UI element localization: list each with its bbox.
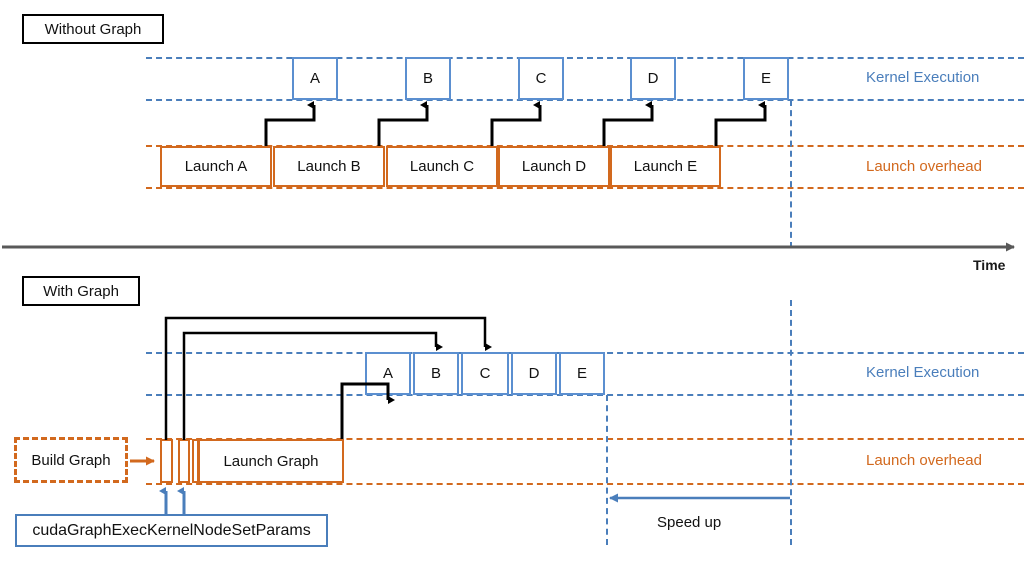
section-title-with-graph-label: With Graph — [43, 282, 119, 300]
kernel-box-b-bottom-label: B — [430, 365, 441, 382]
kernel-box-c-top-label: C — [535, 70, 547, 87]
kernel-box-d-top-label: D — [647, 70, 659, 87]
kernel-band-bottom-line-top — [146, 99, 1024, 101]
launch-box-c[interactable]: Launch C — [386, 146, 498, 187]
launch-box-d-label: Launch D — [521, 158, 587, 175]
kernel-box-a-bottom-label: A — [382, 365, 393, 382]
legend-kernel-execution-bottom: Kernel Execution — [866, 364, 980, 381]
api-to-update-bars-arrows — [159, 487, 186, 514]
graph-update-routing-arrows — [164, 316, 492, 440]
overhead-band-bottom-line-bottom — [146, 483, 1024, 485]
kernel-box-e-top-label: E — [760, 70, 771, 87]
connector-launch-a-to-kernel-a — [264, 101, 316, 146]
speedup-end-marker-line — [790, 300, 792, 545]
overhead-band-top-line-bottom — [146, 438, 1024, 440]
connector-launch-d-to-kernel-d — [602, 101, 654, 146]
kernel-box-e-bottom[interactable]: E — [559, 352, 605, 395]
legend-launch-overhead-bottom: Launch overhead — [866, 452, 982, 469]
overhead-band-bottom-line-top — [146, 187, 1024, 189]
launch-box-c-label: Launch C — [409, 158, 475, 175]
section-title-without-graph: Without Graph — [22, 14, 164, 44]
kernel-box-e-bottom-label: E — [576, 365, 587, 382]
connector-launch-c-to-kernel-c — [490, 101, 542, 146]
launch-graph-label: Launch Graph — [223, 452, 319, 470]
launch-box-e-label: Launch E — [633, 158, 698, 175]
kernel-box-a-top[interactable]: A — [292, 57, 338, 100]
time-axis — [2, 242, 1015, 252]
launch-box-b[interactable]: Launch B — [273, 146, 385, 187]
kernel-box-c-bottom-label: C — [479, 365, 491, 382]
kernel-band-bottom-line-bottom — [146, 394, 1024, 396]
kernel-box-b-bottom[interactable]: B — [413, 352, 459, 395]
launch-box-b-label: Launch B — [297, 158, 361, 175]
legend-launch-overhead-top: Launch overhead — [866, 158, 982, 175]
section-title-with-graph: With Graph — [22, 276, 140, 306]
build-graph-label: Build Graph — [31, 451, 111, 469]
kernel-box-c-bottom[interactable]: C — [461, 352, 509, 395]
speedup-start-marker-line — [606, 395, 608, 545]
legend-kernel-execution-top: Kernel Execution — [866, 69, 980, 86]
launch-box-a-label: Launch A — [184, 158, 248, 175]
build-graph-to-update-arrow — [130, 456, 155, 466]
kernel-box-c-top[interactable]: C — [518, 57, 564, 100]
launch-box-e[interactable]: Launch E — [610, 146, 721, 187]
kernel-band-top-line-top — [146, 57, 1024, 59]
kernel-box-e-top[interactable]: E — [743, 57, 789, 100]
kernel-box-b-top-label: B — [422, 70, 433, 87]
kernel-box-d-top[interactable]: D — [630, 57, 676, 100]
end-marker-line-top — [790, 100, 792, 248]
section-title-without-graph-label: Without Graph — [44, 20, 142, 38]
connector-launch-e-to-kernel-e — [714, 101, 767, 146]
speedup-label: Speed up — [657, 514, 722, 531]
connector-update-to-kernel-c — [164, 316, 492, 440]
build-graph-box[interactable]: Build Graph — [14, 437, 128, 483]
cuda-graph-exec-api-box[interactable]: cudaGraphExecKernelNodeSetParams — [15, 514, 328, 547]
time-axis-label: Time — [973, 257, 1006, 273]
kernel-box-d-bottom[interactable]: D — [511, 352, 557, 395]
kernel-box-a-top-label: A — [309, 70, 320, 87]
kernel-box-b-top[interactable]: B — [405, 57, 451, 100]
speedup-arrow — [609, 493, 790, 503]
launch-to-kernel-connectors-top — [264, 101, 767, 146]
connector-launch-graph-to-kernel-a — [340, 382, 395, 439]
kernel-box-d-bottom-label: D — [528, 365, 540, 382]
launch-box-a[interactable]: Launch A — [160, 146, 272, 187]
connector-launch-b-to-kernel-b — [377, 101, 429, 146]
cuda-graph-exec-api-label: cudaGraphExecKernelNodeSetParams — [32, 521, 311, 539]
launch-graph-box[interactable]: Launch Graph — [198, 439, 344, 483]
launch-box-d[interactable]: Launch D — [498, 146, 610, 187]
connector-update-to-kernel-b — [182, 331, 443, 440]
